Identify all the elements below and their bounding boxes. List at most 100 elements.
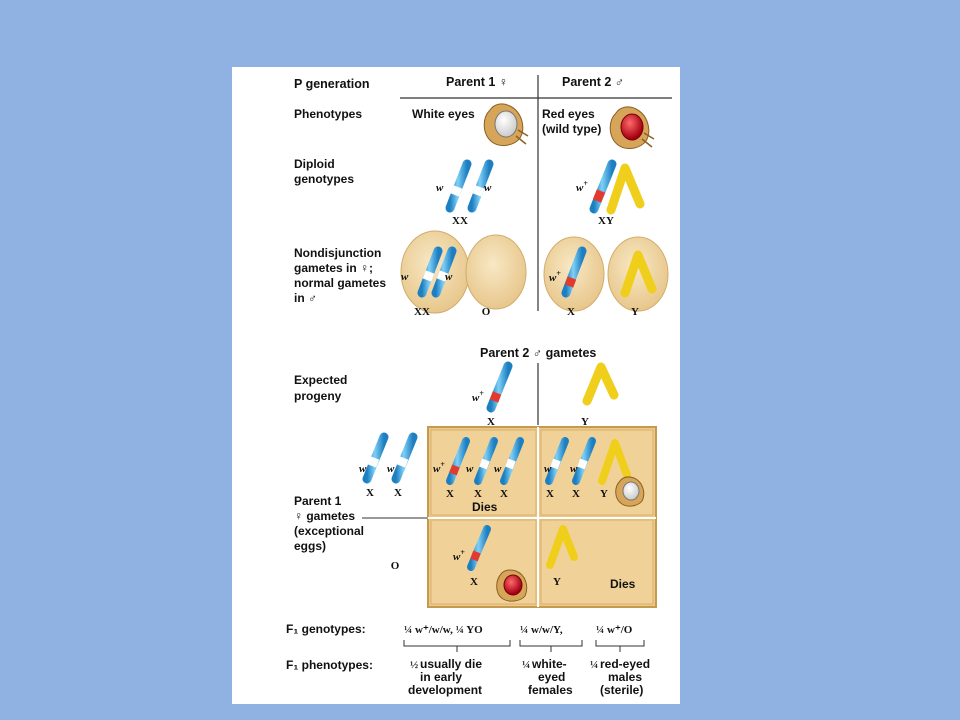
phenotype-line: white- xyxy=(531,657,567,671)
dies-label: Dies xyxy=(472,500,498,514)
phenotype-fraction: ¼ xyxy=(590,659,598,671)
phenotype-line: usually die xyxy=(420,657,482,671)
allele-w-label: w xyxy=(484,182,492,194)
parent1-x-chromosome-2 xyxy=(467,159,494,213)
allele-w-label: w xyxy=(570,463,578,475)
cell-x-label: X xyxy=(474,488,482,500)
bracket-group-3 xyxy=(595,640,645,652)
f1-phenotype-group-2: ¼ white- eyed females xyxy=(522,657,573,697)
cell-x-label: X xyxy=(470,576,478,588)
diploid-label-1: Diploid xyxy=(294,157,335,171)
allele-w-label: w xyxy=(401,271,409,283)
f1-genotype-group-3: ¼ w⁺/O xyxy=(596,624,633,636)
gamete-label-y: Y xyxy=(631,306,639,318)
parent1-header: Parent 1 ♀ xyxy=(446,75,508,89)
phenotype-line: red-eyed xyxy=(600,657,650,671)
red-eyed-fly-icon xyxy=(609,106,655,149)
allele-w-plus-label: w+ xyxy=(549,269,561,284)
female-gamete-xx: w w xyxy=(400,230,470,314)
parent1-genotype-label: XX xyxy=(452,215,468,227)
parent1-x-chromosome-1 xyxy=(445,159,472,213)
f1-genotype-group-2: ¼ w/w/Y, xyxy=(520,624,563,636)
dies-label: Dies xyxy=(610,577,636,591)
phenotype-line: eyed xyxy=(538,670,565,684)
nondisjunction-label-4: in ♂ xyxy=(294,291,317,305)
cell-xo-chromosome: w+ xyxy=(453,525,491,571)
phenotype-line: females xyxy=(528,683,573,697)
allele-w-label: w xyxy=(387,463,395,475)
nondisjunction-label-3: normal gametes xyxy=(294,276,386,290)
diploid-label-2: genotypes xyxy=(294,172,354,186)
phenotype-line: development xyxy=(408,683,482,697)
expected-progeny-label-1: Expected xyxy=(294,373,347,387)
gamete-label-xx: XX xyxy=(414,306,430,318)
gamete-label-x: X xyxy=(567,306,575,318)
parent1-gametes-label-3: (exceptional xyxy=(294,524,364,538)
allele-w-label: w xyxy=(436,182,444,194)
diagram-panel: P generation Parent 1 ♀ Parent 2 ♂ Pheno… xyxy=(232,67,680,704)
male-gamete-x: w+ xyxy=(543,236,605,312)
phenotype-line: (sterile) xyxy=(600,683,643,697)
white-eyes-label: White eyes xyxy=(412,107,475,121)
bracket-group-1 xyxy=(403,640,511,652)
red-eyes-label: Red eyes xyxy=(542,107,595,121)
gamete-y-label: Y xyxy=(581,416,589,428)
parent1-gametes-label-2: ♀ gametes xyxy=(294,509,355,523)
parent2-header: Parent 2 ♂ xyxy=(562,75,624,89)
bracket-group-2 xyxy=(519,640,583,652)
parent1-gametes-label-4: eggs) xyxy=(294,539,326,553)
parent2-x-chromosome xyxy=(589,159,617,214)
female-x-label: X xyxy=(394,487,402,499)
cell-y-label: Y xyxy=(553,576,561,588)
cell-x-label: X xyxy=(446,488,454,500)
wild-type-label: (wild type) xyxy=(542,122,601,136)
parent2-gametes-header: Parent 2 ♂ gametes xyxy=(480,346,596,360)
allele-w-plus-label: w+ xyxy=(472,389,484,404)
cell-yo-chromosome xyxy=(546,525,578,569)
phenotype-fraction: ¼ xyxy=(522,659,530,671)
cell-xxy-chromosomes: w w xyxy=(544,437,631,485)
phenotype-line: in early xyxy=(420,670,462,684)
p-generation-label: P generation xyxy=(294,77,369,91)
allele-w-plus-label: w+ xyxy=(453,548,465,563)
cell-x-label: X xyxy=(572,488,580,500)
phenotypes-label: Phenotypes xyxy=(294,107,362,121)
female-gamete-xx-chromosomes: w w xyxy=(359,432,418,484)
f1-phenotype-group-3: ¼ red-eyed males (sterile) xyxy=(590,657,650,697)
red-eyed-male-fly-icon xyxy=(496,569,528,602)
allele-w-label: w xyxy=(494,463,502,475)
female-o-label: O xyxy=(391,560,400,572)
nondisjunction-label-2: gametes in ♀; xyxy=(294,261,373,275)
nondisjunction-label-1: Nondisjunction xyxy=(294,246,381,260)
phenotype-fraction: ½ xyxy=(410,659,418,671)
parent2-y-chromosome xyxy=(606,163,645,215)
allele-w-label: w xyxy=(466,463,474,475)
allele-w-plus-label: w+ xyxy=(576,179,588,194)
female-x-label: X xyxy=(366,487,374,499)
male-gamete-y xyxy=(607,236,669,312)
cell-xxx-chromosomes: w+ w w xyxy=(433,437,524,485)
white-eyed-fly-icon xyxy=(483,103,529,146)
gamete-label-o: O xyxy=(482,306,491,318)
expected-progeny-label-2: progeny xyxy=(294,389,342,403)
female-gamete-o xyxy=(465,234,527,310)
phenotype-line: males xyxy=(608,670,642,684)
male-gamete-x-chromosome: w+ xyxy=(472,361,513,413)
f1-phenotypes-label: F₁ phenotypes: xyxy=(286,658,373,672)
parent2-genotype-label: XY xyxy=(598,215,614,227)
allele-w-label: w xyxy=(544,463,552,475)
parent1-gametes-label-1: Parent 1 xyxy=(294,494,342,508)
f1-phenotype-group-1: ½ usually die in early development xyxy=(408,657,482,697)
cell-x-label: X xyxy=(546,488,554,500)
white-eyed-female-fly-icon xyxy=(615,476,645,507)
cell-y-label: Y xyxy=(600,488,608,500)
f1-genotypes-label: F₁ genotypes: xyxy=(286,622,366,636)
f1-genotype-group-1: ¼ w⁺/w/w, ¼ YO xyxy=(404,624,483,636)
cell-x-label: X xyxy=(500,488,508,500)
allele-w-label: w xyxy=(445,271,453,283)
gamete-x-label: X xyxy=(487,416,495,428)
allele-w-label: w xyxy=(359,463,367,475)
allele-w-plus-label: w+ xyxy=(433,460,445,475)
genetics-diagram: P generation Parent 1 ♀ Parent 2 ♂ Pheno… xyxy=(286,75,672,697)
male-gamete-y-chromosome xyxy=(582,362,619,406)
